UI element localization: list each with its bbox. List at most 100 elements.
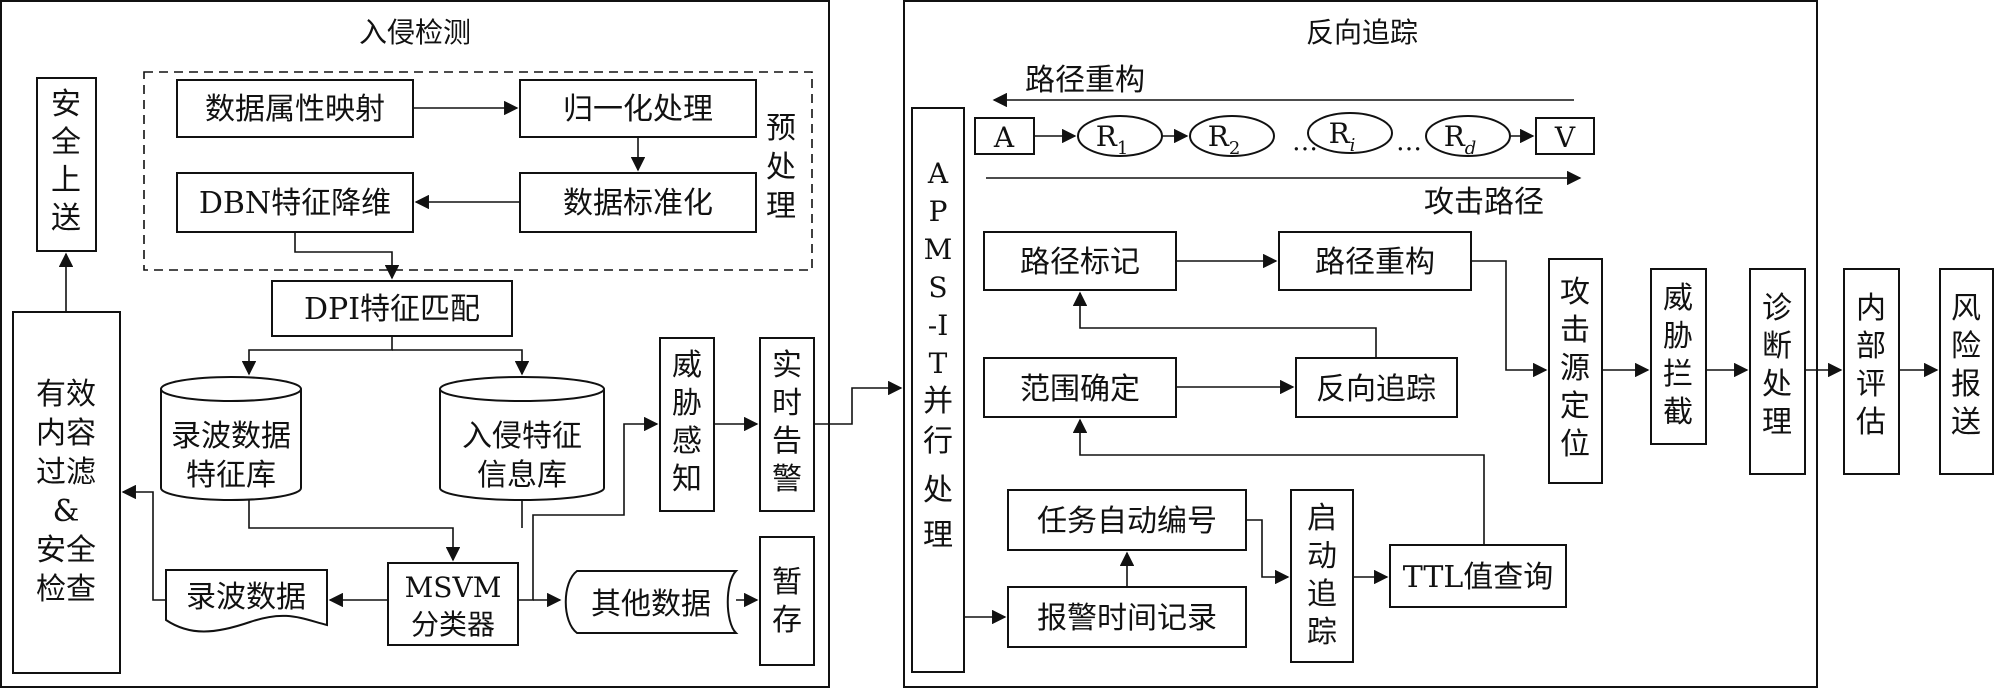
reverse-trace-box: [1295, 357, 1458, 418]
threat-interception-box: [1650, 268, 1707, 445]
svg-text:A: A: [927, 157, 949, 190]
svg-text:存: 存: [772, 603, 802, 638]
record-data-document: [165, 569, 328, 633]
record-feature-db-label-1: 录波数据: [171, 419, 291, 454]
svg-text:估: 估: [1856, 405, 1886, 440]
svg-text:时: 时: [772, 386, 802, 421]
data-attribute-mapping-label: 数据属性映射: [205, 92, 385, 127]
svg-text:P: P: [929, 195, 948, 228]
intrusion-feature-db-label-1: 入侵特征: [462, 419, 582, 454]
svg-text:诊: 诊: [1762, 291, 1792, 326]
task-auto-number-box: [1007, 489, 1247, 551]
svg-text:有效: 有效: [36, 377, 96, 412]
path-marking-box: [983, 231, 1177, 291]
svg-text:断: 断: [1762, 329, 1792, 364]
threat-interception-label: 威 胁 拦 截: [1663, 281, 1693, 430]
svg-text:处: 处: [923, 473, 953, 508]
start-trace-box: [1290, 489, 1354, 663]
svg-text:检查: 检查: [36, 572, 96, 607]
record-data-label: 录波数据: [186, 580, 306, 615]
record-feature-db-label-2: 特征库: [186, 458, 276, 493]
svg-text:理: 理: [1762, 405, 1792, 440]
other-data-storage: [564, 570, 739, 634]
svg-text:处: 处: [1762, 367, 1792, 402]
svg-text:M: M: [924, 233, 953, 266]
node-v-label: V: [1554, 121, 1576, 154]
record-feature-db-cylinder: [160, 376, 302, 501]
svg-text:并: 并: [923, 384, 953, 419]
svg-text:内: 内: [1856, 291, 1886, 326]
svg-text:T: T: [929, 347, 948, 380]
apms-it-parallel-processing-label: A P M S -I T 并 行 处 理: [923, 157, 953, 553]
svg-text:行: 行: [923, 424, 953, 459]
svg-text:处: 处: [766, 150, 796, 185]
svg-text:源: 源: [1560, 351, 1590, 386]
right-connectors: [964, 253, 1939, 625]
chain-ellipsis-2: …: [1396, 127, 1422, 157]
svg-text:全: 全: [51, 125, 81, 160]
path-reconstruction-caption: 路径重构: [1025, 63, 1145, 98]
svg-text:胁: 胁: [1663, 319, 1693, 354]
attack-source-location-box: [1548, 258, 1603, 484]
svg-text:S: S: [928, 271, 947, 304]
ttl-query-box: [1389, 544, 1567, 608]
svg-text:风: 风: [1951, 291, 1981, 326]
svg-text:理: 理: [923, 518, 953, 553]
svg-text:内容: 内容: [36, 416, 96, 451]
svg-text:威: 威: [1663, 281, 1693, 316]
svg-text:定: 定: [1560, 389, 1590, 424]
threat-perception-label: 威 胁 感 知: [672, 348, 702, 497]
internal-evaluation-box: [1843, 268, 1900, 475]
svg-text:截: 截: [1663, 395, 1693, 430]
alarm-time-record-box: [1007, 586, 1247, 648]
temporary-storage-label: 暂 存: [772, 565, 802, 638]
node-ri: [1307, 112, 1393, 154]
task-auto-number-label: 任务自动编号: [1037, 504, 1217, 539]
svg-text:告: 告: [772, 424, 802, 459]
svg-text:动: 动: [1307, 539, 1337, 574]
node-r2: [1189, 115, 1275, 157]
node-r2-label: R2: [1208, 120, 1241, 159]
svg-text:理: 理: [766, 189, 796, 224]
svg-text:踪: 踪: [1307, 615, 1337, 650]
svg-text:胁: 胁: [672, 386, 702, 421]
svg-text:评: 评: [1856, 367, 1886, 402]
svg-text:位: 位: [1560, 427, 1590, 462]
diagnosis-processing-label: 诊 断 处 理: [1762, 291, 1792, 440]
svg-text:启: 启: [1307, 501, 1337, 536]
svg-text:警: 警: [772, 462, 802, 497]
dpi-feature-matching-label: DPI特征匹配: [304, 292, 480, 327]
data-standardization-label: 数据标准化: [563, 186, 713, 221]
svg-text:追: 追: [1307, 577, 1337, 612]
normalization-box: [519, 79, 757, 138]
dbn-dim-reduction-box: [176, 172, 414, 233]
range-confirmation-label: 范围确定: [1020, 372, 1140, 407]
svg-text:拦: 拦: [1663, 357, 1693, 392]
attack-source-location-label: 攻 击 源 定 位: [1560, 275, 1590, 462]
svg-text:过滤: 过滤: [36, 455, 96, 490]
data-attribute-mapping-box: [176, 79, 414, 138]
node-v: [1535, 117, 1595, 155]
svg-text:送: 送: [1951, 405, 1981, 440]
node-a-label: A: [993, 121, 1015, 154]
svg-text:报: 报: [1951, 367, 1981, 402]
path-reconstruction-label: 路径重构: [1315, 245, 1435, 280]
internal-evaluation-label: 内 部 评 估: [1856, 291, 1886, 440]
risk-report-label: 风 险 报 送: [1951, 291, 1981, 440]
preprocess-group: [143, 71, 813, 271]
svg-text:送: 送: [51, 201, 81, 236]
intrusion-feature-db-cylinder: [439, 376, 605, 501]
msvm-classifier-box: [387, 562, 519, 646]
reverse-trace-title: 反向追踪: [1306, 16, 1418, 49]
safe-upload-label: 安 全 上 送: [51, 87, 81, 236]
diagnosis-processing-box: [1749, 268, 1806, 475]
reverse-trace-label: 反向追踪: [1316, 372, 1436, 407]
svg-text:预: 预: [766, 111, 796, 146]
other-data-label: 其他数据: [591, 587, 711, 622]
svg-text:险: 险: [1951, 329, 1981, 364]
realtime-alarm-label: 实 时 告 警: [772, 348, 802, 497]
realtime-alarm-box: [759, 337, 815, 512]
threat-perception-box: [659, 337, 715, 512]
svg-text:安: 安: [51, 87, 81, 122]
msvm-classifier-label-1: MSVM: [405, 571, 502, 604]
